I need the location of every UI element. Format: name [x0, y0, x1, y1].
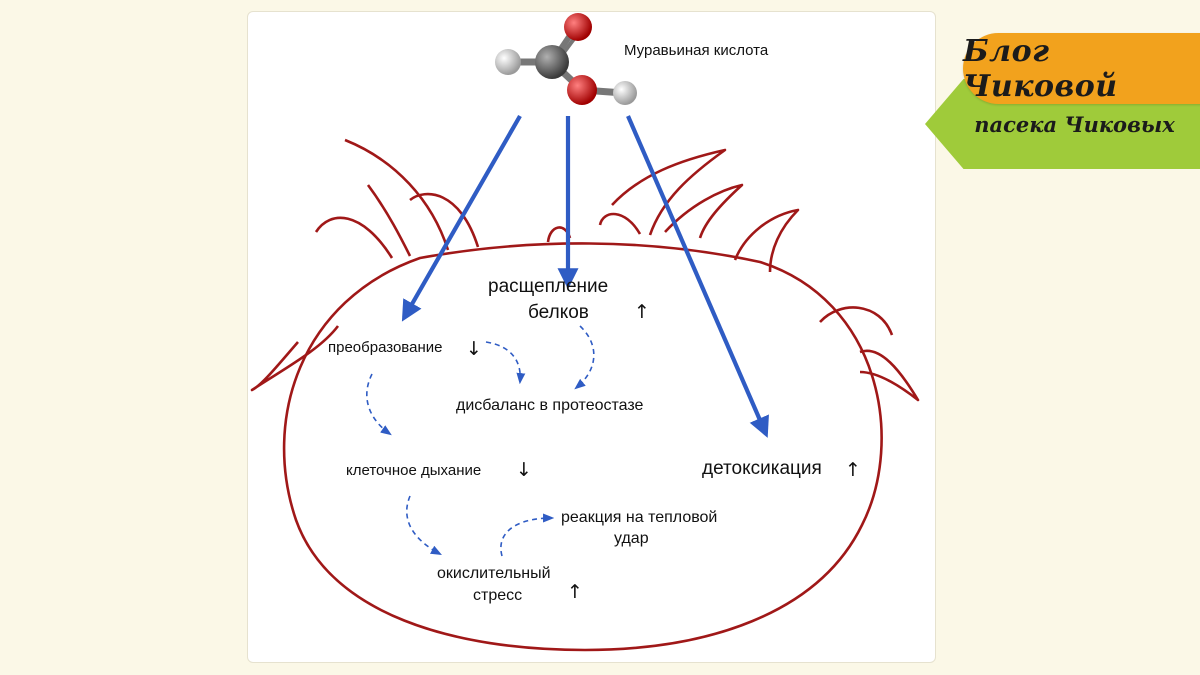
diagram-card: [247, 11, 936, 663]
hydrogen-atom: [613, 81, 637, 105]
dashed-arrow-transformation-to-respiration: [366, 373, 392, 436]
mite-body: [282, 242, 883, 652]
oxygen-atom: [564, 13, 592, 41]
brand-title: Блог Чиковой: [963, 33, 1118, 104]
heat-shock-response-label: реакция на тепловой: [561, 509, 717, 526]
action-arrows: [401, 114, 769, 438]
carbon-atom: [535, 45, 569, 79]
mite-spine-2: [314, 216, 394, 259]
dashed-arrow-transformation-to-imbalance: [485, 341, 526, 385]
cellular-respiration-label: клеточное дыхание: [346, 462, 481, 479]
protein-breakdown-indicator: ↑: [634, 301, 650, 323]
blog-brand-badge: пасека Чиковых Блог Чиковой: [925, 0, 1200, 200]
oxygen-atom: [567, 75, 597, 105]
detoxification-indicator: ↑: [845, 459, 861, 481]
oxidative-stress-indicator: ↑: [567, 581, 583, 603]
mite-outline: [250, 138, 920, 652]
brand-subtitle: пасека Чиковых: [974, 111, 1175, 137]
cellular-respiration-indicator: ↓: [516, 459, 532, 481]
arrow-to-detoxification: [626, 115, 769, 438]
transformation-label: преобразование: [328, 339, 442, 356]
mite-spine-5: [409, 192, 480, 248]
dashed-arrow-breakdown-to-imbalance: [574, 325, 595, 390]
arrow-to-transformation: [401, 114, 522, 322]
effect-arrows: [366, 325, 595, 557]
mite-spine-1: [250, 325, 340, 392]
formic-acid-molecule: [495, 13, 637, 105]
molecule-label: Муравьиная кислота: [624, 42, 769, 59]
hydrogen-atom: [495, 49, 521, 75]
oxidative-stress-label-2: стресс: [473, 587, 522, 604]
heat-shock-response-label-2: удар: [614, 530, 649, 547]
transformation-indicator: ↓: [466, 338, 482, 360]
dashed-arrow-respiration-to-stress: [405, 495, 442, 556]
oxidative-stress-label: окислительный: [437, 565, 551, 582]
mite-spine-10: [733, 208, 800, 273]
proteostasis-imbalance-label: дисбаланс в протеостазе: [456, 397, 644, 414]
mite-spine-4: [344, 138, 450, 251]
mite-spine-11: [819, 306, 894, 336]
mite-spine-12: [859, 349, 920, 402]
mite-spine-9: [664, 183, 744, 239]
protein-breakdown-label: расщепление: [488, 276, 608, 297]
brand-title-banner: Блог Чиковой: [963, 33, 1200, 104]
mite-spine-3: [366, 184, 412, 257]
protein-breakdown-label-2: белков: [528, 302, 589, 323]
detoxification-label: детоксикация: [702, 458, 822, 479]
mite-spine-7: [598, 212, 642, 235]
dashed-arrow-stress-to-heat-shock: [500, 513, 555, 557]
